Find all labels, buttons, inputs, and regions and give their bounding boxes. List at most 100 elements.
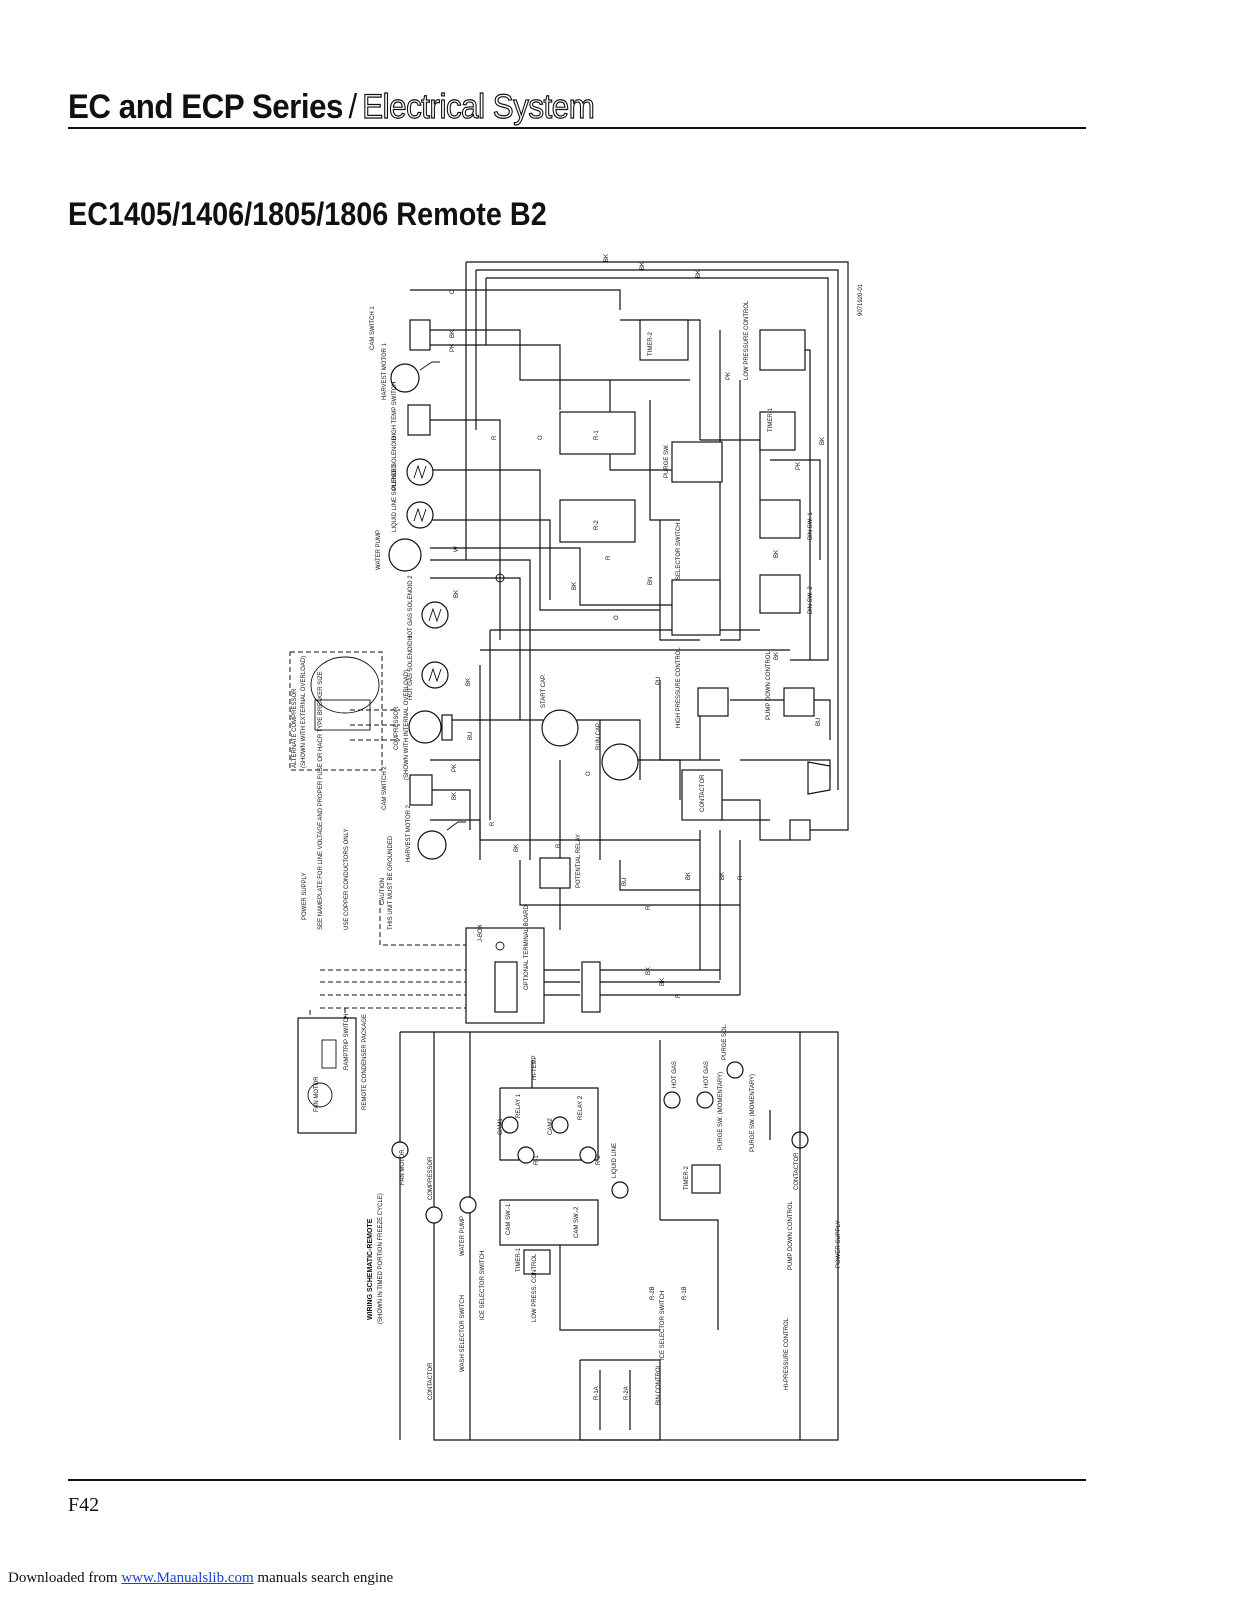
label-liquid-line-solenoid: LIQUID LINE SOLENOID <box>392 464 398 532</box>
wire-label-r-3: R <box>490 821 496 826</box>
header-separator: / <box>348 88 358 126</box>
wire-label-r-7: R <box>676 993 682 998</box>
label-pump-down-control: PUMP DOWN CONTROL <box>766 650 772 720</box>
download-footer: Downloaded from www.Manualslib.com manua… <box>8 1570 393 1587</box>
label-compressor-note: (SHOWN WITH INTERNAL OVERLOAD) <box>404 670 410 780</box>
sch-low-press-control: LOW PRESS. CONTROL <box>532 1253 538 1322</box>
label-fan-motor: FAN MOTOR <box>314 1076 320 1112</box>
sch-fan-motor: FAN MOTOR <box>400 1149 406 1185</box>
label-ground-note: THIS UNIT MUST BE GROUNDED <box>388 835 394 930</box>
label-purge-sw: PURGE SW. <box>664 444 670 478</box>
schematic-subtitle: (SHOWN IN TIMED PORTION FREEZE CYCLE) <box>378 1193 384 1324</box>
page-header: EC and ECP Series/Electrical System <box>68 87 595 127</box>
label-contactor: CONTACTOR <box>700 774 706 812</box>
label-alt-compressor: ALTERNATE COMPRESSOR <box>292 688 298 768</box>
wire-label-o-4: O <box>586 771 592 776</box>
sch-hi-temp: HI-TEMP <box>532 1055 538 1080</box>
wire-label-o-3: O <box>614 615 620 620</box>
wire-label-r-5: R <box>738 875 744 880</box>
sch-relay-2: RELAY 2 <box>578 1095 584 1120</box>
wire-label-pu-1: PU <box>656 677 662 685</box>
wire-label-bk-9: BK <box>454 590 460 598</box>
wire-label-r-2: R <box>606 555 612 560</box>
sch-hot-gas-1: HOT GAS <box>672 1061 678 1088</box>
wire-label-bk-16: BK <box>660 978 666 986</box>
sch-hot-gas-2: HOT GAS <box>704 1061 710 1088</box>
sch-r2a: R-2A <box>624 1386 630 1400</box>
wire-label-bu-1: BU <box>816 718 822 726</box>
label-remote-condenser: REMOTE CONDENSER PACKAGE <box>362 1014 368 1110</box>
wire-label-bk-2: BK <box>640 262 646 270</box>
wire-label-bk-13: BK <box>686 872 692 880</box>
footer-prefix: Downloaded from <box>8 1570 122 1586</box>
label-caution: CAUTION <box>380 878 386 905</box>
wire-label-r-1: R <box>492 435 498 440</box>
schematic-title: WIRING SCHEMATIC-REMOTE <box>367 1218 374 1320</box>
wire-label-pk-4: PK <box>452 764 458 772</box>
label-bin-sw-2: BIN SW. 2 <box>808 586 814 614</box>
label-power-note: SEE NAMEPLATE FOR LINE VOLTAGE AND PROPE… <box>318 671 324 930</box>
sch-timer-1: TIMER-1 <box>516 1247 522 1272</box>
wire-label-bk-12: BK <box>514 844 520 852</box>
label-optional-terminal-board: OPTIONAL TERMINAL BOARD <box>524 905 530 990</box>
wire-label-bk-11: BK <box>452 792 458 800</box>
label-bin-sw-1: BIN SW. 1 <box>808 512 814 540</box>
sch-contactor-2: CONTACTOR <box>794 1152 800 1190</box>
sch-liquid-line: LIQUID LINE <box>612 1143 618 1178</box>
label-low-pressure-control: LOW PRESSURE CONTROL <box>744 300 750 380</box>
header-series: EC and ECP Series <box>68 88 343 126</box>
wire-label-bk-7: BK <box>774 550 780 558</box>
label-purge-solenoid: PURGE SOLENOID <box>392 435 398 490</box>
label-potential-relay: POTENTIAL RELAY <box>576 834 582 888</box>
wire-label-o-2: O <box>538 435 544 440</box>
wire-label-bu-3: BU <box>622 878 628 886</box>
label-compressor: COMPRESSOR <box>394 706 400 750</box>
label-power-supply: POWER SUPPLY <box>302 872 308 920</box>
footer-suffix: manuals search engine <box>253 1570 394 1586</box>
sch-r1a: R-1A <box>594 1386 600 1400</box>
wire-label-r-4: R <box>556 843 562 848</box>
label-cam-switch-1: CAM SWITCH 1 <box>370 306 376 350</box>
wire-label-pk-2: PK <box>726 372 732 380</box>
label-cam-switch-2: CAM SWITCH 2 <box>382 766 388 810</box>
wire-label-bk-14: BK <box>720 872 726 880</box>
wire-label-bk-4: BK <box>450 330 456 338</box>
sch-power-supply: POWER SUPPLY <box>836 1220 842 1268</box>
manualslib-link[interactable]: www.Manualslib.com <box>121 1570 254 1586</box>
sch-cam1: CAM1 <box>498 1118 504 1135</box>
label-run-cap: RUN CAP. <box>596 722 602 750</box>
label-selector-switch: SELECTOR SWITCH <box>676 522 682 580</box>
footer-rule <box>68 1479 1086 1481</box>
label-start-cap: START CAP. <box>541 674 547 708</box>
wire-label-pk-1: PK <box>450 344 456 352</box>
sch-cam-sw-2: CAM SW.-2 <box>574 1206 580 1238</box>
wire-label-bk-1: BK <box>604 254 610 262</box>
sch-wash-selector-switch: WASH SELECTOR SWITCH <box>460 1295 466 1372</box>
wire-label-bk-8: BK <box>774 652 780 660</box>
sch-r1: R-1 <box>534 1155 540 1165</box>
label-copper-note: USE COPPER CONDUCTORS ONLY <box>344 829 350 930</box>
label-high-pressure-control: HIGH PRESSURE CONTROL <box>676 647 682 728</box>
sch-bin-control: BIN CONTROL <box>656 1363 662 1405</box>
page-number: F42 <box>68 1494 100 1516</box>
wiring-lines <box>309 261 849 1020</box>
label-harvest-motor-1: HARVEST MOTOR 1 <box>382 342 388 400</box>
sch-purge-sw-1: PURGE SW. (MOMENTARY) <box>718 1072 724 1150</box>
wire-label-w-1: W <box>454 546 460 552</box>
diagram-labels: 9071920-01 BK BK BK O BK PK R O BK R O B… <box>292 254 864 1405</box>
page-subtitle: EC1405/1406/1805/1806 Remote B2 <box>68 196 547 232</box>
sch-relay-1: RELAY 1 <box>516 1093 522 1118</box>
wire-label-bk-6: BK <box>820 437 826 445</box>
ladder-schematic <box>391 1031 839 1441</box>
label-timer-1: TIMER-1 <box>768 407 774 432</box>
wire-label-bk-5: BK <box>572 582 578 590</box>
header-rule <box>68 127 1086 129</box>
sch-r1b: R-1B <box>682 1286 688 1300</box>
sch-timer-2: TIMER-2 <box>684 1165 690 1190</box>
label-water-pump: WATER PUMP <box>376 530 382 570</box>
sch-contactor: CONTACTOR <box>428 1362 434 1400</box>
sch-r2b: R-2B <box>650 1286 656 1300</box>
label-relay-1: R-1 <box>594 430 600 440</box>
sch-ice-selector-switch: ICE SELECTOR SWITCH <box>480 1251 486 1320</box>
wire-label-bn-1: BN <box>648 577 654 585</box>
